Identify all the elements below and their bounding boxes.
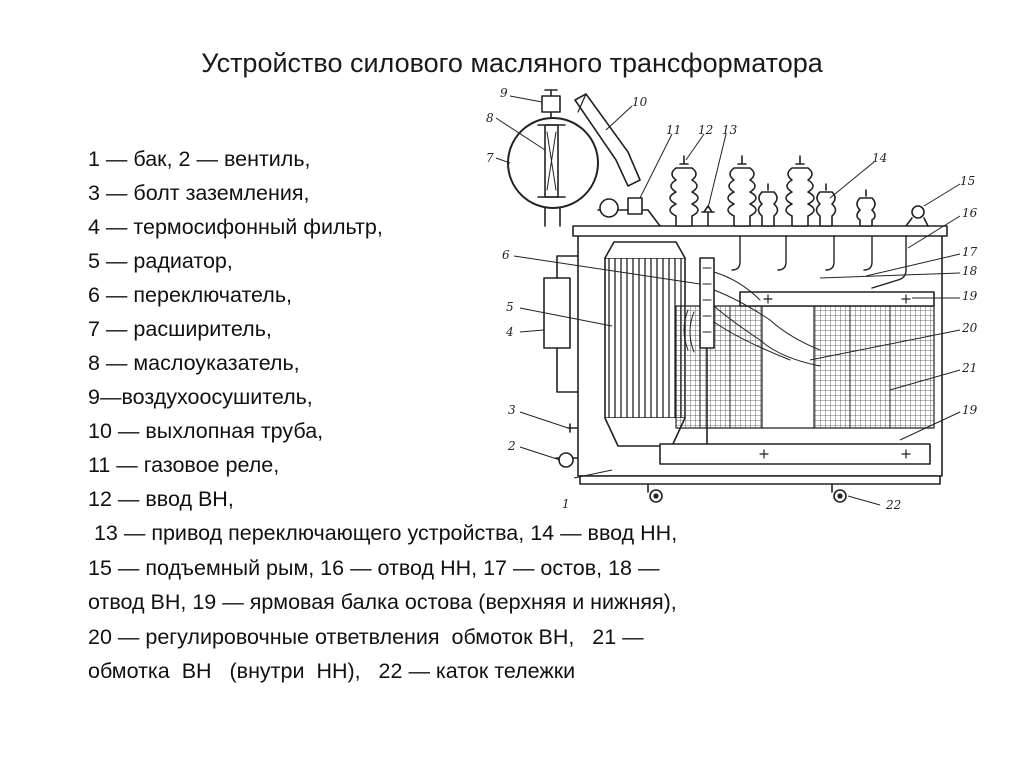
lv-bushing-3 <box>856 189 876 227</box>
callout-15: 15 <box>960 174 975 188</box>
lv-bushing-1 <box>757 183 779 227</box>
grounding-bolt <box>567 423 579 433</box>
lifting-eye <box>905 205 929 227</box>
wheel-right <box>831 483 847 503</box>
lv-leads <box>731 235 907 289</box>
legend-bottom: 13 — привод переключающего устройства, 1… <box>88 516 988 689</box>
legend-line: 10 — выхлопная труба, <box>88 419 324 443</box>
legend-line: 7 — расширитель, <box>88 317 272 341</box>
gas-relay <box>597 197 661 227</box>
legend-line: 5 — радиатор, <box>88 249 233 273</box>
thermosiphon-filter <box>543 277 571 349</box>
radiator <box>604 257 686 419</box>
legend-line: отвод ВН, 19 — ярмовая балка остова (вер… <box>88 590 677 614</box>
callout-13: 13 <box>722 123 738 137</box>
lv-bushing-2 <box>815 183 837 227</box>
legend-line: 13 — привод переключающего устройства, 1… <box>88 521 678 545</box>
callout-2: 2 <box>507 439 516 453</box>
callout-19-upper: 19 <box>962 289 978 303</box>
callout-22: 22 <box>885 498 901 512</box>
legend-line: 4 — термосифонный фильтр, <box>88 215 383 239</box>
callout-18: 18 <box>962 264 978 278</box>
legend-line: 15 — подъемный рым, 16 — отвод НН, 17 — … <box>88 555 660 580</box>
callout-16: 16 <box>962 206 978 220</box>
callout-14: 14 <box>872 151 887 165</box>
legend-line: 20 — регулировочные ответвления обмоток … <box>88 624 644 649</box>
tank <box>577 233 943 477</box>
callout-21: 21 <box>961 361 977 375</box>
legend-line: обмотка ВН (внутри НН), 22 — каток тележ… <box>88 659 576 683</box>
callout-17: 17 <box>962 245 978 259</box>
hv-bushing-1 <box>669 155 699 227</box>
valve <box>555 452 579 468</box>
callout-19-lower: 19 <box>962 403 978 417</box>
legend-line: 3 — болт заземления, <box>88 181 310 205</box>
wheel-left <box>647 483 663 503</box>
tap-changer <box>699 257 715 445</box>
callout-8: 8 <box>486 111 494 125</box>
switch-drive <box>701 205 715 227</box>
base-rail <box>579 475 941 485</box>
conservator-support <box>544 206 561 227</box>
legend-line: 8 — маслоуказатель, <box>88 351 300 375</box>
hv-bushing-2 <box>727 155 757 227</box>
oil-gauge <box>537 124 566 198</box>
winding-right <box>813 305 935 429</box>
callout-20: 20 <box>961 321 978 335</box>
legend-line: 6 — переключатель, <box>88 283 293 307</box>
callout-9: 9 <box>500 86 508 100</box>
exhaust-pipe <box>574 93 641 187</box>
callout-10: 10 <box>632 95 648 109</box>
page-title: Устройство силового масляного трансформа… <box>201 48 823 78</box>
hv-leads <box>713 271 821 367</box>
conservator <box>507 117 599 209</box>
legend-line: 1 — бак, 2 — вентиль, <box>88 147 311 171</box>
legend-line: 11 — газовое реле, <box>88 453 280 477</box>
callout-3: 3 <box>508 403 516 417</box>
winding-left <box>675 305 763 429</box>
callout-12: 12 <box>698 123 713 137</box>
callout-11: 11 <box>666 123 681 137</box>
legend-top: 1 — бак, 2 — вентиль, 3 — болт заземлени… <box>88 142 508 516</box>
hv-bushing-3 <box>785 155 815 227</box>
legend-line: 12 — ввод ВН, <box>88 487 234 511</box>
air-dryer <box>541 89 561 119</box>
callout-1: 1 <box>562 497 570 511</box>
upper-yoke-beam <box>739 291 935 307</box>
tank-lid <box>572 225 948 237</box>
legend-line: 9—воздухоосушитель, <box>88 385 313 409</box>
lower-yoke-beam <box>659 443 931 465</box>
core <box>761 305 815 429</box>
